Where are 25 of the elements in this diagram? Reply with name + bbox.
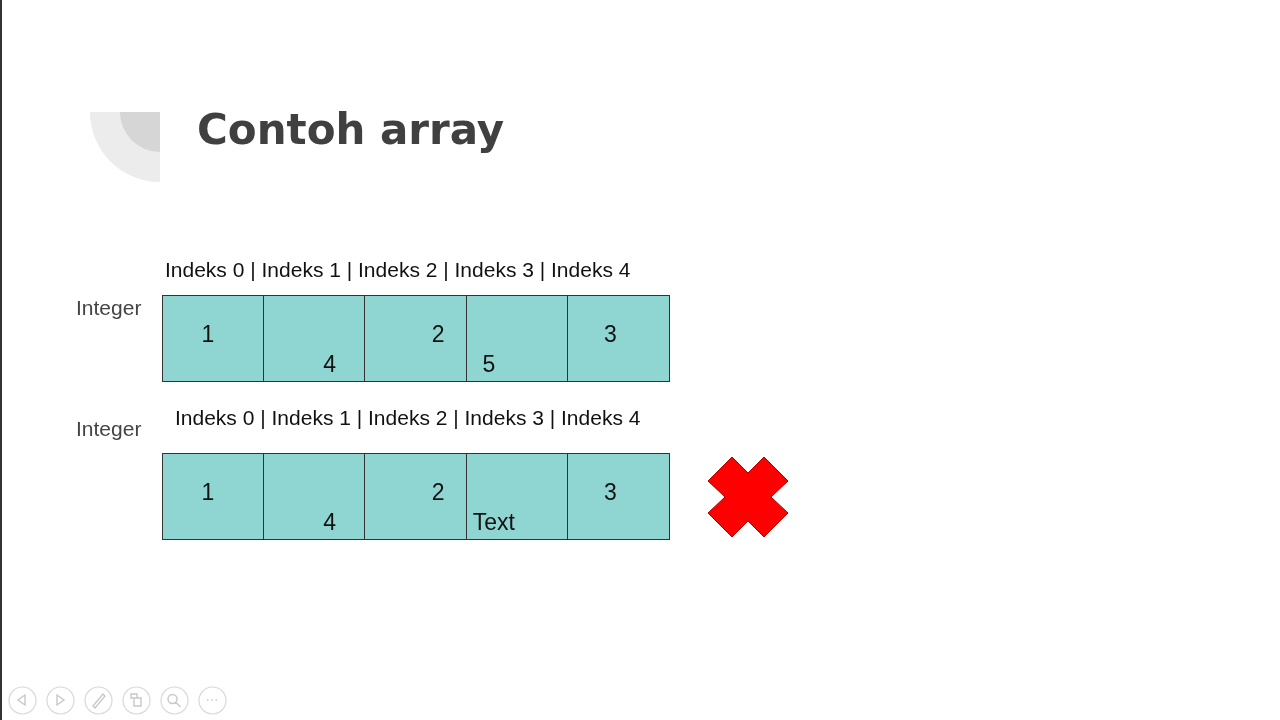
index-header: Indeks 0 | Indeks 1 | Indeks 2 | Indeks 3 | Indeks 4	[175, 407, 641, 428]
cell-value: 3	[604, 322, 617, 346]
slide-title: Contoh array	[197, 109, 505, 151]
array-cell	[567, 295, 670, 382]
cell-value: 3	[604, 480, 617, 504]
cell-value: 2	[431, 322, 445, 346]
array-cell	[364, 295, 467, 382]
cell-value: 4	[323, 510, 336, 534]
array-cell	[465, 453, 569, 540]
array-cell	[162, 453, 264, 540]
cell-value: 2	[431, 480, 445, 504]
cell-value: Text	[472, 510, 515, 534]
array-cell	[567, 453, 670, 540]
type-label: Integer	[76, 297, 142, 318]
cell-value: 5	[482, 352, 496, 376]
array-cell	[364, 453, 467, 540]
cell-value: 1	[201, 480, 215, 504]
index-header: Indeks 0 | Indeks 1 | Indeks 2 | Indeks 3 | Indeks 4	[165, 259, 631, 280]
array-cell	[262, 295, 366, 382]
array-cell	[465, 295, 569, 382]
cell-value: 1	[201, 322, 215, 346]
type-label: Integer	[76, 418, 142, 439]
array-cell	[162, 295, 264, 382]
array-cell	[262, 453, 366, 540]
cell-value: 4	[323, 352, 336, 376]
